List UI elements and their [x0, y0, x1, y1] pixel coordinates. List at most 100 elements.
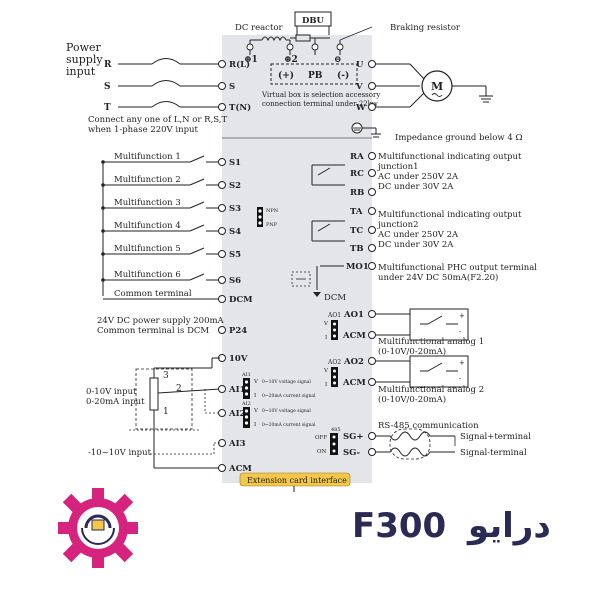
- braking-resistor-label: Braking resistor: [390, 23, 461, 33]
- terminal-s: S: [229, 82, 235, 92]
- dbu-label: DBU: [302, 16, 325, 26]
- terminal-rl: R(L): [229, 59, 250, 70]
- power-title-3: input: [66, 65, 96, 78]
- svg-text:V: V: [323, 321, 329, 327]
- svg-text:MO1: MO1: [346, 262, 369, 272]
- relay1-label-2: junction1: [377, 162, 418, 172]
- terminal-minus: ⊖: [334, 55, 342, 65]
- svg-text:3: 3: [163, 371, 169, 381]
- svg-text:1: 1: [163, 407, 169, 417]
- input-row-s3: Multifunction 3 S3: [101, 198, 241, 214]
- terminal-v: V: [355, 82, 363, 92]
- terminal-plus2: ⊕2: [284, 55, 298, 65]
- analog-input-label-2: 0-20mA input: [86, 397, 145, 407]
- multifunction-label: Multifunction 4: [114, 221, 181, 231]
- terminal-tn: T(N): [229, 102, 251, 113]
- relay2-label-4: DC under 30V 2A: [378, 240, 454, 250]
- svg-text:I: I: [254, 422, 256, 428]
- svg-text:I: I: [325, 382, 327, 388]
- relay-2: TA TC TB: [311, 207, 376, 254]
- svg-text:AI1: AI1: [241, 372, 251, 378]
- svg-text:I: I: [325, 335, 327, 341]
- ao2-label-1: Multifunctional analog 2: [378, 385, 484, 395]
- relay1-label-3: AC under 250V 2A: [377, 172, 459, 182]
- pb-plus: (+): [278, 70, 294, 81]
- terminal-s2: S2: [229, 181, 241, 191]
- svg-text:PNP: PNP: [266, 222, 278, 228]
- product-caption: F300 درایو: [352, 506, 552, 550]
- virtual-box-note-2: connection terminal under 22kw: [262, 100, 378, 108]
- terminal-s5: S5: [229, 250, 241, 260]
- svg-text:AO2: AO2: [327, 359, 341, 366]
- svg-text:RB: RB: [350, 188, 364, 198]
- multifunction-label: Multifunction 5: [114, 244, 181, 254]
- dbu-box: [294, 11, 332, 27]
- extension-card-bar: [239, 472, 351, 487]
- potentiometer-dashed-box: [135, 368, 193, 430]
- product-word: درایو: [468, 506, 551, 546]
- terminal-p24: P24: [229, 326, 247, 336]
- svg-text:R: R: [104, 60, 112, 70]
- terminal-u: U: [356, 60, 364, 70]
- product-model: F300: [352, 506, 447, 546]
- mo1-label-1: Multifunctional PHC output terminal: [378, 263, 537, 273]
- multifunction-label: Multifunction 2: [114, 175, 181, 185]
- signal-plus-label: Signal+terminal: [460, 432, 531, 442]
- neg-input-label: -10~10V input: [88, 448, 152, 458]
- ground-note: Impedance ground below 4 Ω: [395, 133, 523, 143]
- svg-text:V: V: [323, 368, 329, 374]
- dc-reactor-coil: [261, 36, 287, 42]
- svg-text:V: V: [253, 379, 259, 385]
- terminal-10v: 10V: [229, 354, 248, 364]
- relay2-label-3: AC under 250V 2A: [377, 230, 459, 240]
- terminal-w: W: [355, 103, 366, 113]
- terminal-s4: S4: [229, 227, 241, 237]
- ai2-jumper: AI2 V 0~10V voltage signal I 0~20mA curr…: [241, 401, 316, 428]
- input-row-s1: Multifunction 1S1: [101, 152, 241, 168]
- input-row-s5: Multifunction 5 S5: [101, 244, 241, 260]
- company-logo-icon: [58, 488, 138, 568]
- svg-text:ACM: ACM: [342, 331, 366, 341]
- terminal-ai3: AI3: [228, 439, 246, 449]
- pb-label: PB: [308, 71, 323, 81]
- common-terminal-label: Common terminal: [114, 289, 192, 299]
- terminal-acm-left: ACM: [228, 464, 252, 474]
- svg-text:2: 2: [176, 384, 182, 394]
- svg-text:+: +: [459, 312, 465, 320]
- extension-card-label: Extension card interface: [247, 476, 347, 485]
- virtual-box: [270, 63, 358, 85]
- input-row-s2: Multifunction 2 S2: [101, 175, 241, 191]
- svg-text:0~20mA current signal: 0~20mA current signal: [262, 422, 316, 428]
- rs485-title: RS-485 communication: [378, 421, 479, 431]
- mo1-output: MO1 DCM: [291, 262, 376, 303]
- relay-1: RA RC RB: [311, 152, 376, 198]
- input-row-s6: Multifunction 6S6: [101, 270, 241, 286]
- power-title-2: supply: [66, 53, 103, 66]
- p24-note-2: Common terminal is DCM: [97, 326, 209, 336]
- ao2-label-2: (0-10V/0-20mA): [378, 394, 446, 405]
- svg-text:0~20mA current signal: 0~20mA current signal: [262, 393, 316, 399]
- svg-text:+: +: [459, 359, 465, 367]
- ao2-output: AO2 V I AO2 ACM + -: [323, 355, 469, 388]
- relay2-label-2: junction2: [377, 220, 418, 230]
- analog-input-label-1: 0-10V input: [86, 387, 137, 397]
- svg-text:485: 485: [331, 427, 341, 433]
- terminal-plus1: ⊕1: [244, 55, 258, 65]
- svg-text:V: V: [253, 408, 259, 414]
- relay2-label-1: Multifunctional indicating output: [378, 210, 522, 220]
- relay1-label-4: DC under 30V 2A: [378, 182, 454, 192]
- twisted-pair: [376, 431, 455, 441]
- svg-text:DCM: DCM: [324, 293, 346, 303]
- terminal-s3: S3: [229, 204, 241, 214]
- svg-text:AO1: AO1: [343, 310, 364, 320]
- multifunction-label: Multifunction 3: [114, 198, 181, 208]
- svg-text:AO1: AO1: [327, 312, 341, 319]
- multifunction-label: Multifunction 6: [114, 270, 181, 280]
- svg-text:-: -: [459, 328, 462, 336]
- signal-minus-label: Signal-terminal: [460, 448, 527, 458]
- single-phase-note-1: Connect any one of L,N or R,S,T: [88, 115, 228, 125]
- rs485-switch: 485 OFF ON: [315, 427, 341, 455]
- terminal-s1: S1: [229, 158, 241, 168]
- svg-text:ACM: ACM: [342, 378, 366, 388]
